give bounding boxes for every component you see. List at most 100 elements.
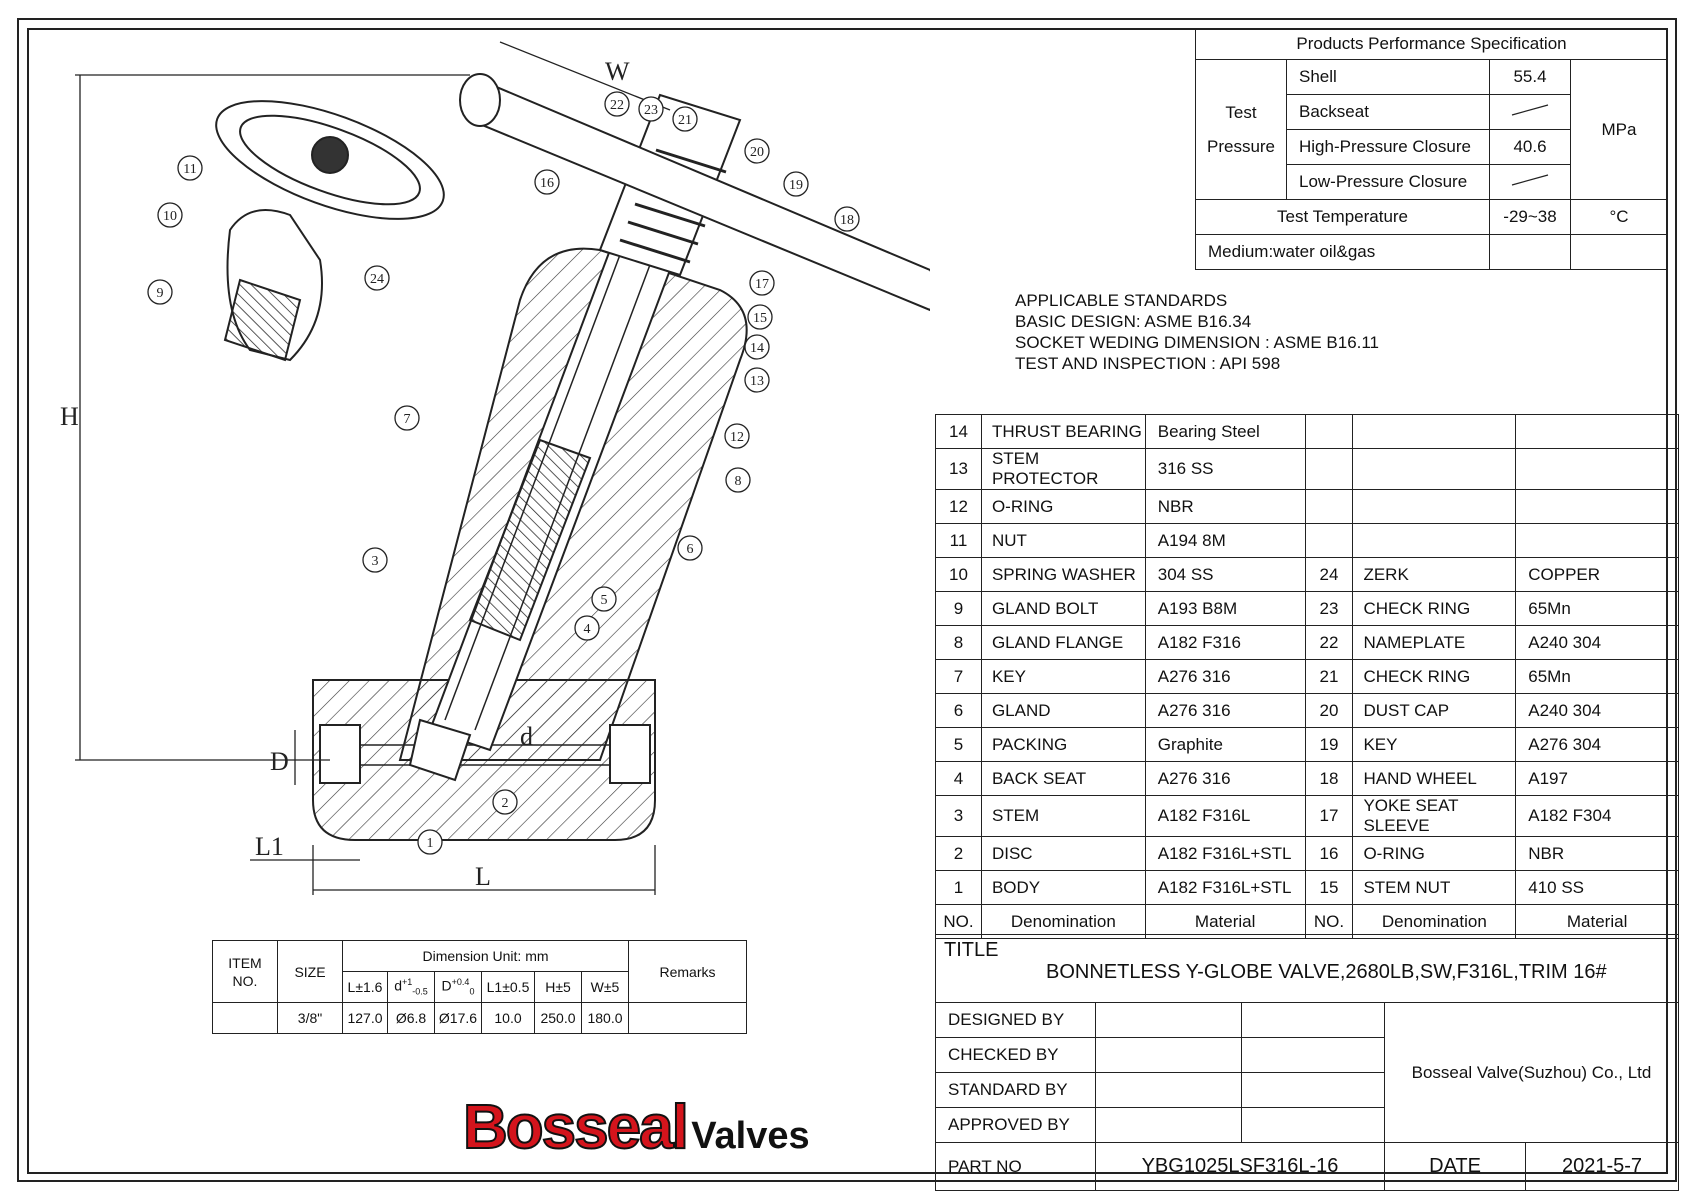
dim-remarks-value [628, 1002, 747, 1034]
parts-cell-no2: 21 [1304, 659, 1354, 694]
balloon-circle [591, 586, 617, 612]
parts-cell-name2: KEY [1352, 727, 1517, 762]
parts-cell-no: 7 [935, 659, 982, 694]
parts-cell-material: A193 B8M [1144, 591, 1306, 626]
parts-cell-material: A194 8M [1144, 523, 1306, 558]
parts-header-material: Material [1144, 904, 1306, 939]
parts-header-name: Denomination [980, 904, 1146, 939]
balloon-label: 20 [750, 145, 764, 160]
title-block-table: TITLE BONNETLESS Y-GLOBE VALVE,2680LB,SW… [935, 934, 1679, 1191]
balloon-label: 5 [601, 593, 608, 608]
parts-cell-name2: O-RING [1352, 836, 1517, 871]
balloon-circle [147, 279, 173, 305]
spec-row-value: 40.6 [1489, 129, 1571, 165]
standards-line: BASIC DESIGN: ASME B16.34 [1015, 312, 1252, 331]
dim-value: 250.0 [534, 1002, 582, 1034]
parts-cell-no: 1 [935, 870, 982, 905]
balloon-label: 10 [163, 209, 177, 224]
title-label: TITLE [944, 939, 999, 961]
balloon-label: 3 [372, 554, 379, 569]
parts-cell-no: 13 [935, 448, 982, 490]
parts-cell-no2: 22 [1304, 625, 1354, 660]
parts-cell-no: 2 [935, 836, 982, 871]
parts-cell-name: BODY [980, 870, 1146, 905]
parts-cell-material2: 410 SS [1515, 870, 1679, 905]
balloon-label: 24 [370, 272, 384, 287]
test-temperature-unit: °C [1570, 199, 1668, 235]
parts-cell-name: GLAND BOLT [980, 591, 1146, 626]
parts-cell-name2: CHECK RING [1352, 659, 1517, 694]
balloon-circle [492, 789, 518, 815]
parts-cell-material2: A197 [1515, 761, 1679, 796]
company-name: Bosseal Valve(Suzhou) Co., Ltd [1384, 1002, 1679, 1143]
balloon-circle [394, 405, 420, 431]
dim-col-header: W±5 [581, 971, 629, 1003]
parts-cell-name: O-RING [980, 489, 1146, 524]
balloon-label: 17 [755, 277, 769, 292]
balloon-label: 21 [678, 113, 692, 128]
parts-cell-no2 [1304, 489, 1354, 524]
parts-cell-no: 12 [935, 489, 982, 524]
dim-size-value: 3/8" [277, 1002, 343, 1034]
parts-cell-material2 [1515, 523, 1679, 558]
parts-cell-no: 6 [935, 693, 982, 728]
dimension-L1: L1 [255, 832, 284, 861]
parts-cell-name: SPRING WASHER [980, 557, 1146, 592]
parts-cell-name2: YOKE SEAT SLEEVE [1352, 795, 1517, 837]
parts-cell-no2: 19 [1304, 727, 1354, 762]
checked-by-label: CHECKED BY [935, 1037, 1096, 1073]
dimension-unit-header: Dimension Unit: mm [342, 940, 629, 972]
drawing-title: BONNETLESS Y-GLOBE VALVE,2680LB,SW,F316L… [1046, 961, 1607, 983]
parts-cell-name2 [1352, 448, 1517, 490]
dim-value: Ø17.6 [434, 1002, 482, 1034]
size-header: SIZE [277, 940, 343, 1003]
parts-cell-no2: 17 [1304, 795, 1354, 837]
parts-cell-name2: HAND WHEEL [1352, 761, 1517, 796]
parts-cell-material2: A240 304 [1515, 693, 1679, 728]
spec-row-name: High-Pressure Closure [1286, 129, 1490, 165]
parts-header-no: NO. [1304, 904, 1354, 939]
parts-cell-material2 [1515, 448, 1679, 490]
standards-heading: APPLICABLE STANDARDS [1015, 291, 1228, 310]
balloon-label: 1 [427, 836, 434, 851]
parts-cell-name2 [1352, 414, 1517, 449]
balloon-label: 4 [584, 622, 591, 637]
parts-cell-name: NUT [980, 523, 1146, 558]
parts-header-name: Denomination [1352, 904, 1517, 939]
parts-cell-material2: 65Mn [1515, 659, 1679, 694]
balloon-circle [724, 423, 750, 449]
parts-cell-no2: 16 [1304, 836, 1354, 871]
balloon-circle [157, 202, 183, 228]
dim-value: 10.0 [481, 1002, 535, 1034]
parts-cell-no2: 20 [1304, 693, 1354, 728]
balloon-label: 19 [789, 178, 803, 193]
dim-value: Ø6.8 [387, 1002, 435, 1034]
parts-cell-name: STEM [980, 795, 1146, 837]
spec-row-value [1489, 94, 1571, 130]
parts-cell-material: Bearing Steel [1144, 414, 1306, 449]
parts-cell-material2 [1515, 489, 1679, 524]
parts-cell-name2: STEM NUT [1352, 870, 1517, 905]
balloon-label: 2 [502, 796, 509, 811]
parts-cell-name: KEY [980, 659, 1146, 694]
parts-cell-no: 14 [935, 414, 982, 449]
dimension-W: W [605, 57, 630, 86]
dim-col-header: H±5 [534, 971, 582, 1003]
parts-cell-material2 [1515, 414, 1679, 449]
parts-cell-no2 [1304, 414, 1354, 449]
item-no-header: ITEM NO. [212, 940, 278, 1003]
dim-value: 127.0 [342, 1002, 388, 1034]
balloon-circle [749, 270, 775, 296]
balloon-label: 22 [610, 98, 624, 113]
spec-header: Products Performance Specification [1195, 28, 1668, 60]
parts-cell-name: PACKING [980, 727, 1146, 762]
parts-cell-name: THRUST BEARING [980, 414, 1146, 449]
parts-cell-name2 [1352, 489, 1517, 524]
parts-cell-name2: ZERK [1352, 557, 1517, 592]
